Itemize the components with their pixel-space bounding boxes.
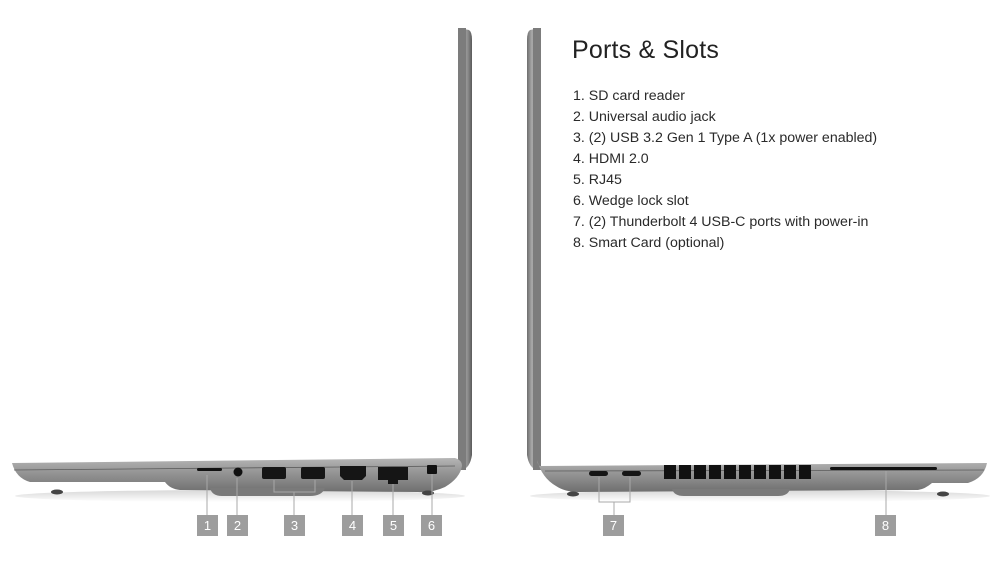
right-side-view <box>527 28 990 502</box>
list-item: 5. RJ45 <box>573 172 622 188</box>
callout-2: 2 <box>227 515 248 536</box>
list-item: 6. Wedge lock slot <box>573 193 689 209</box>
page-title: Ports & Slots <box>572 36 720 64</box>
audio-jack <box>233 467 243 477</box>
callout-7: 7 <box>603 515 624 536</box>
list-item: 4. HDMI 2.0 <box>573 151 649 167</box>
left-side-view <box>12 28 472 502</box>
usb-a-port-2 <box>301 467 325 479</box>
callout-6: 6 <box>421 515 442 536</box>
sd-card-slot <box>197 468 222 471</box>
smart-card-slot <box>830 467 937 470</box>
thunderbolt-port-1 <box>589 471 608 476</box>
list-item: 7. (2) Thunderbolt 4 USB-C ports with po… <box>573 214 869 230</box>
cooling-vents <box>664 465 811 479</box>
callout-5: 5 <box>383 515 404 536</box>
list-item: 8. Smart Card (optional) <box>573 235 725 251</box>
wedge-lock-slot <box>427 465 437 474</box>
list-item: 2. Universal audio jack <box>573 109 716 125</box>
usb-a-port-1 <box>262 467 286 479</box>
list-item: 3. (2) USB 3.2 Gen 1 Type A (1x power en… <box>573 130 878 146</box>
ports-list: 1. SD card reader 2. Universal audio jac… <box>573 86 877 254</box>
callout-1: 1 <box>197 515 218 536</box>
list-item: 1. SD card reader <box>573 88 685 104</box>
callout-4: 4 <box>342 515 363 536</box>
rj45-port <box>378 467 408 484</box>
hdmi-port <box>340 466 366 480</box>
thunderbolt-port-2 <box>622 471 641 476</box>
callout-3: 3 <box>284 515 305 536</box>
callout-8: 8 <box>875 515 896 536</box>
